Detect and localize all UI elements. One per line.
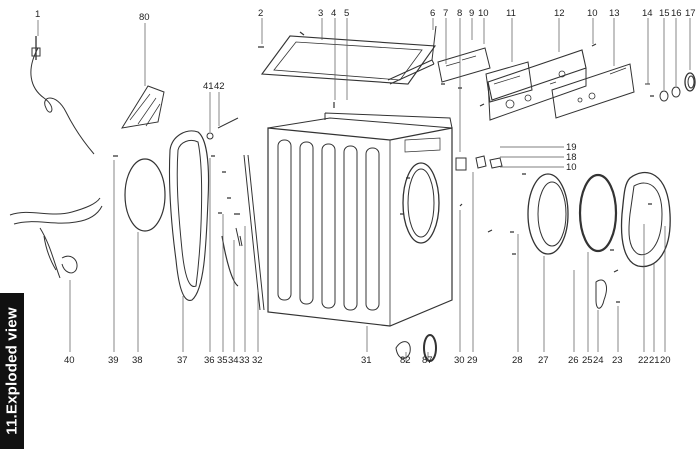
label-87: 87 (422, 355, 433, 366)
door-handle (595, 279, 607, 309)
label-27: 27 (538, 355, 549, 366)
label-82: 82 (400, 355, 411, 366)
label-25: 25 (582, 355, 593, 366)
label-11: 11 (506, 8, 516, 19)
front-ring (124, 158, 166, 232)
section-title: 11.Exploded view (3, 307, 21, 435)
label-5: 5 (344, 8, 349, 19)
label-80: 80 (139, 12, 150, 23)
label-40: 40 (64, 355, 75, 366)
label-10c: 10 (566, 162, 577, 173)
top-cover (260, 35, 437, 85)
section-title-bar (0, 293, 24, 449)
door-gasket-80 (120, 85, 165, 129)
label-39: 39 (108, 355, 119, 366)
label-24: 24 (593, 355, 604, 366)
label-41: 41 (203, 81, 214, 92)
label-29: 29 (467, 355, 478, 366)
control-panel (487, 49, 587, 121)
label-15: 15 (659, 8, 670, 19)
label-4: 4 (331, 8, 336, 19)
label-26: 26 (568, 355, 579, 366)
door-inner-ring (527, 173, 569, 255)
knobs (645, 72, 696, 102)
pump-seal (423, 334, 437, 362)
label-14: 14 (642, 8, 653, 19)
label-6: 6 (430, 8, 435, 19)
relay-parts (455, 155, 503, 171)
label-13: 13 (609, 8, 620, 19)
dispenser-drawer (437, 47, 533, 103)
label-22: 22 (638, 355, 649, 366)
label-21: 21 (649, 355, 660, 366)
label-16: 16 (671, 8, 682, 19)
callout-labels: 1 80 2 3 4 5 6 8 9 10 7 11 12 10 13 14 1… (35, 8, 696, 366)
leader-lines (37, 18, 691, 362)
label-36: 36 (204, 355, 215, 366)
label-42: 42 (214, 81, 225, 92)
label-34: 34 (228, 355, 239, 366)
label-8: 8 (457, 8, 462, 19)
rear-strip (387, 25, 437, 85)
label-2: 2 (258, 8, 263, 19)
label-17: 17 (685, 8, 696, 19)
label-35: 35 (217, 355, 228, 366)
label-32: 32 (252, 355, 263, 366)
outer-door (620, 171, 671, 268)
front-frame (168, 130, 210, 301)
label-28: 28 (512, 355, 523, 366)
label-20: 20 (660, 355, 671, 366)
label-18: 18 (566, 152, 577, 163)
label-37: 37 (177, 355, 188, 366)
label-10b: 10 (587, 8, 598, 19)
label-38: 38 (132, 355, 143, 366)
label-7: 7 (443, 8, 448, 19)
door-glass-ring (578, 173, 618, 253)
label-23: 23 (612, 355, 623, 366)
power-cord (30, 36, 95, 155)
label-1: 1 (35, 9, 40, 20)
wiring-harness (9, 197, 103, 279)
label-33: 33 (239, 355, 250, 366)
label-19: 19 (566, 142, 577, 153)
decor-panel (551, 63, 635, 119)
label-3: 3 (318, 8, 323, 19)
label-12: 12 (554, 8, 565, 19)
label-10a: 10 (478, 8, 489, 19)
pump-filter (395, 341, 411, 359)
label-31: 31 (361, 355, 372, 366)
cabinet-body (267, 112, 453, 327)
label-9: 9 (469, 8, 474, 19)
label-30: 30 (454, 355, 465, 366)
